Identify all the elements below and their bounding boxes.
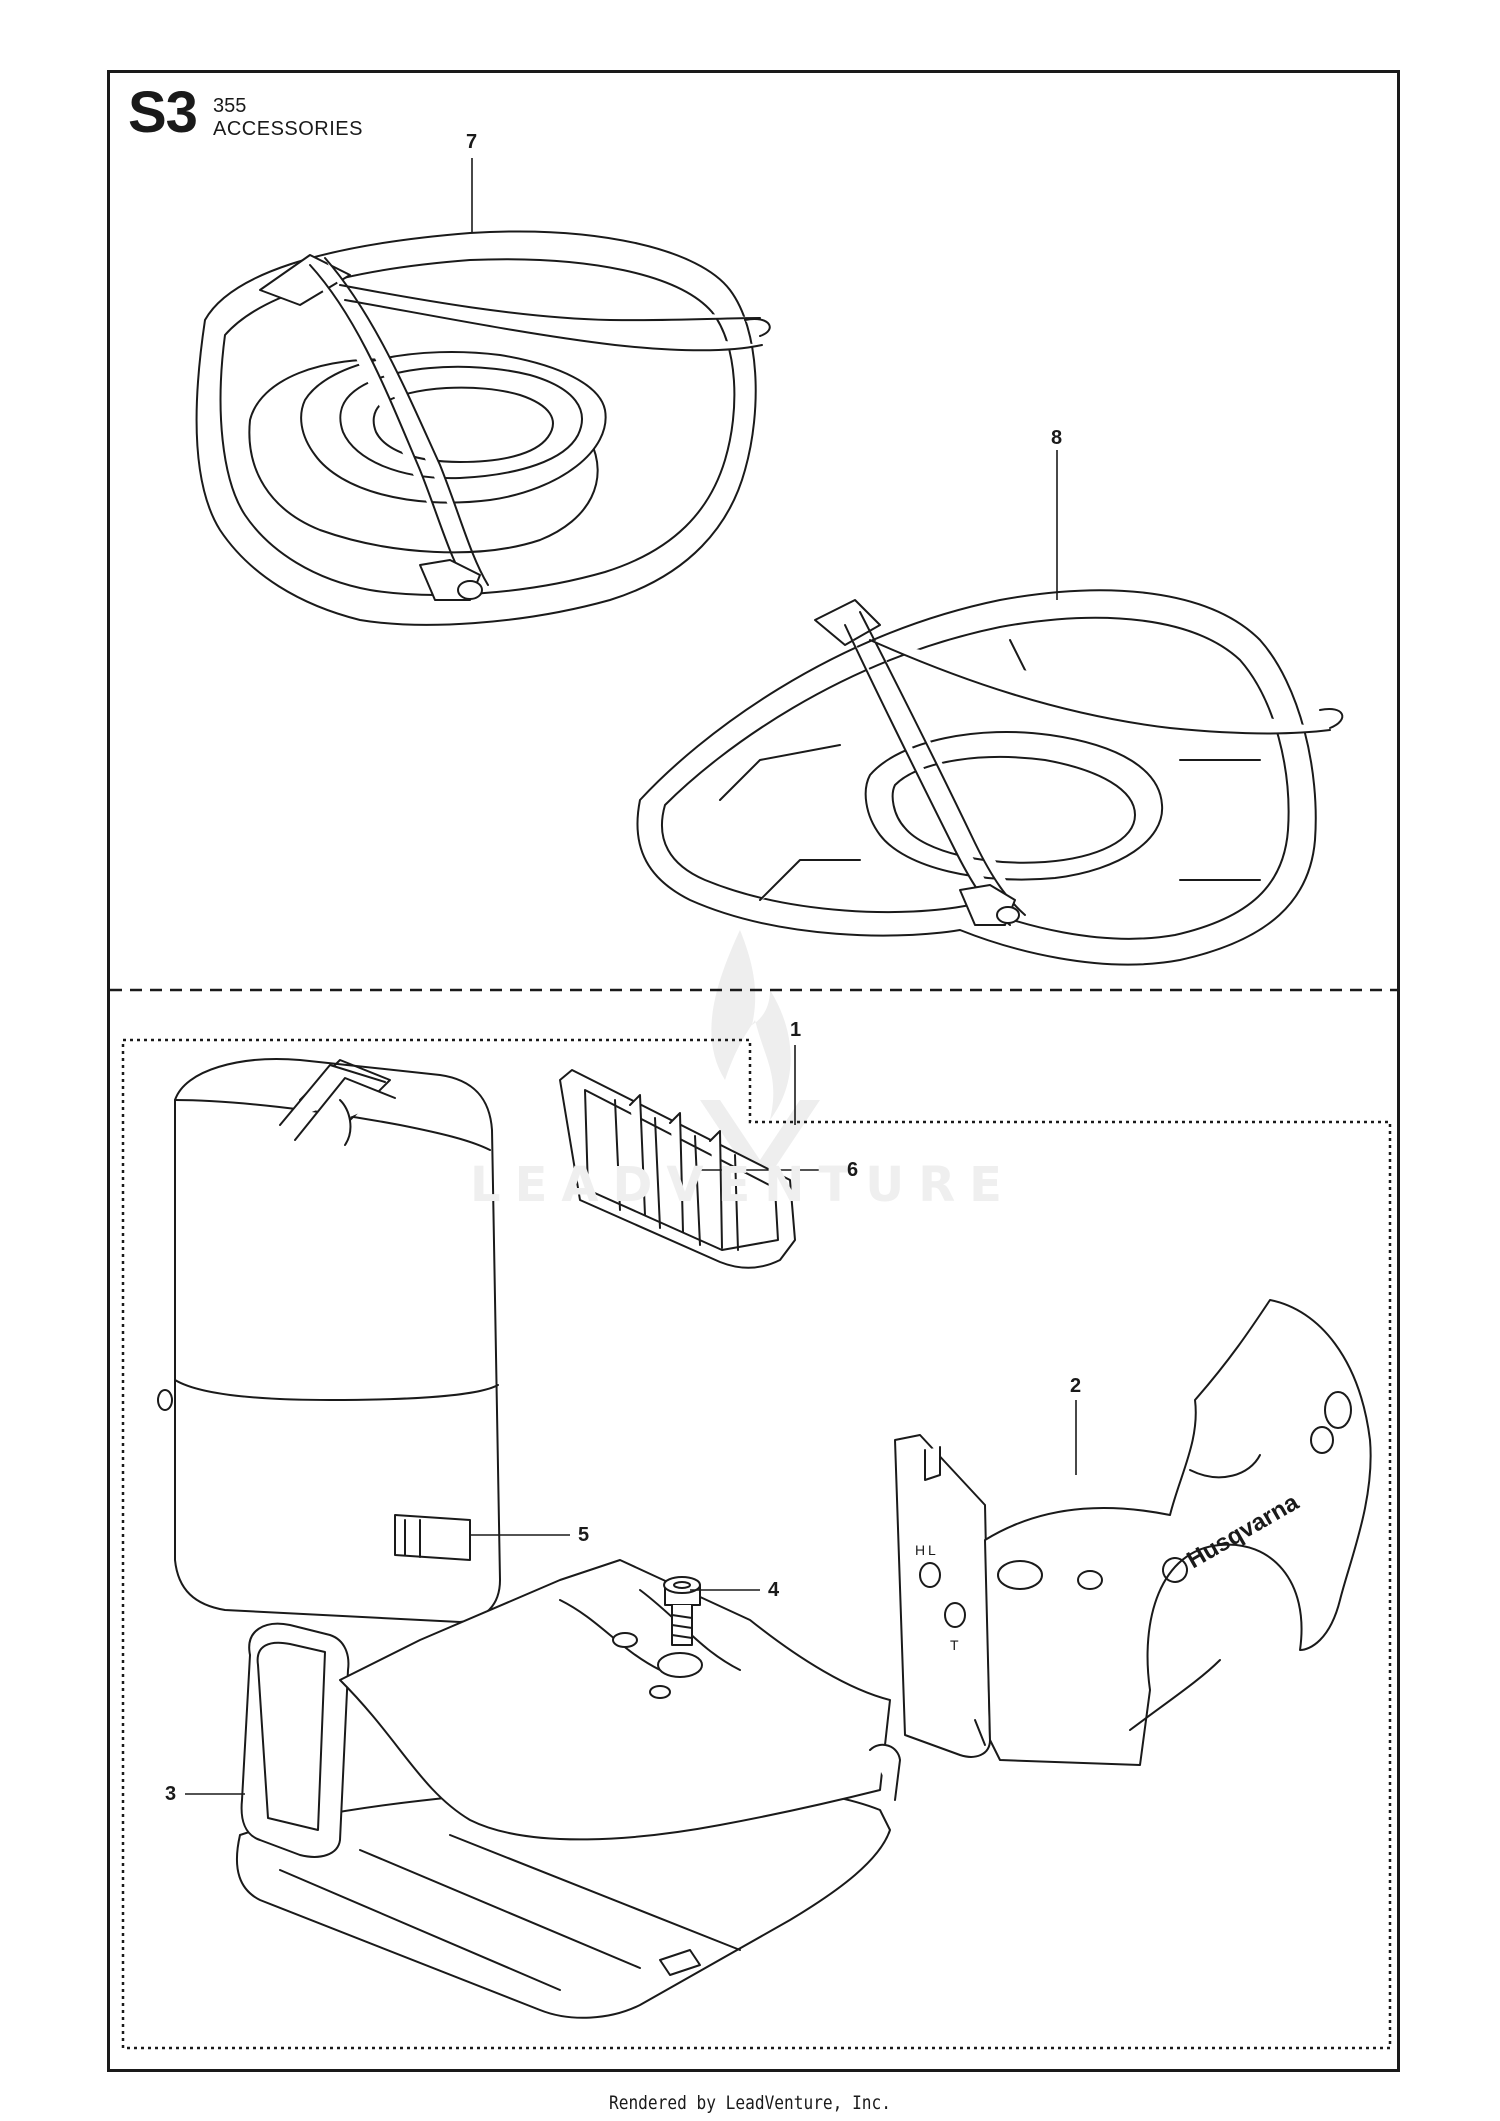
part-3-filter-base: [235, 1559, 901, 2019]
model-number: 355: [213, 95, 247, 117]
diagram-frame: [107, 70, 1400, 2072]
part-7-air-filter-cover: [195, 230, 771, 626]
leader-lines: [185, 158, 1077, 1795]
valve-markings: H L T: [915, 1542, 959, 1653]
callout-5[interactable]: 5: [578, 1524, 590, 1546]
watermark-text: LEADVENTURE: [470, 1157, 1016, 1213]
section-code: S3: [128, 80, 198, 145]
part-8-shield-cover: [636, 589, 1344, 966]
callout-8[interactable]: 8: [1051, 427, 1063, 449]
callout-6[interactable]: 6: [847, 1159, 859, 1181]
part-5-air-filter-housing: [157, 1058, 501, 1623]
svg-text:L: L: [928, 1542, 936, 1558]
svg-text:H: H: [915, 1542, 925, 1558]
callout-4[interactable]: 4: [768, 1579, 780, 1601]
callout-3[interactable]: 3: [165, 1783, 177, 1805]
callout-2[interactable]: 2: [1070, 1375, 1082, 1397]
callout-1[interactable]: 1: [790, 1019, 802, 1041]
section-title: ACCESSORIES: [213, 118, 363, 140]
part-2-cylinder-cover: [894, 1299, 1372, 1766]
callout-7[interactable]: 7: [466, 131, 478, 153]
part-6-filter-element: [559, 1069, 796, 1269]
kit-boundary: [121, 1038, 1392, 2050]
footer-credit: Rendered by LeadVenture, Inc.: [609, 2092, 891, 2114]
part-4-screw: [663, 1576, 701, 1646]
svg-text:T: T: [950, 1637, 959, 1653]
